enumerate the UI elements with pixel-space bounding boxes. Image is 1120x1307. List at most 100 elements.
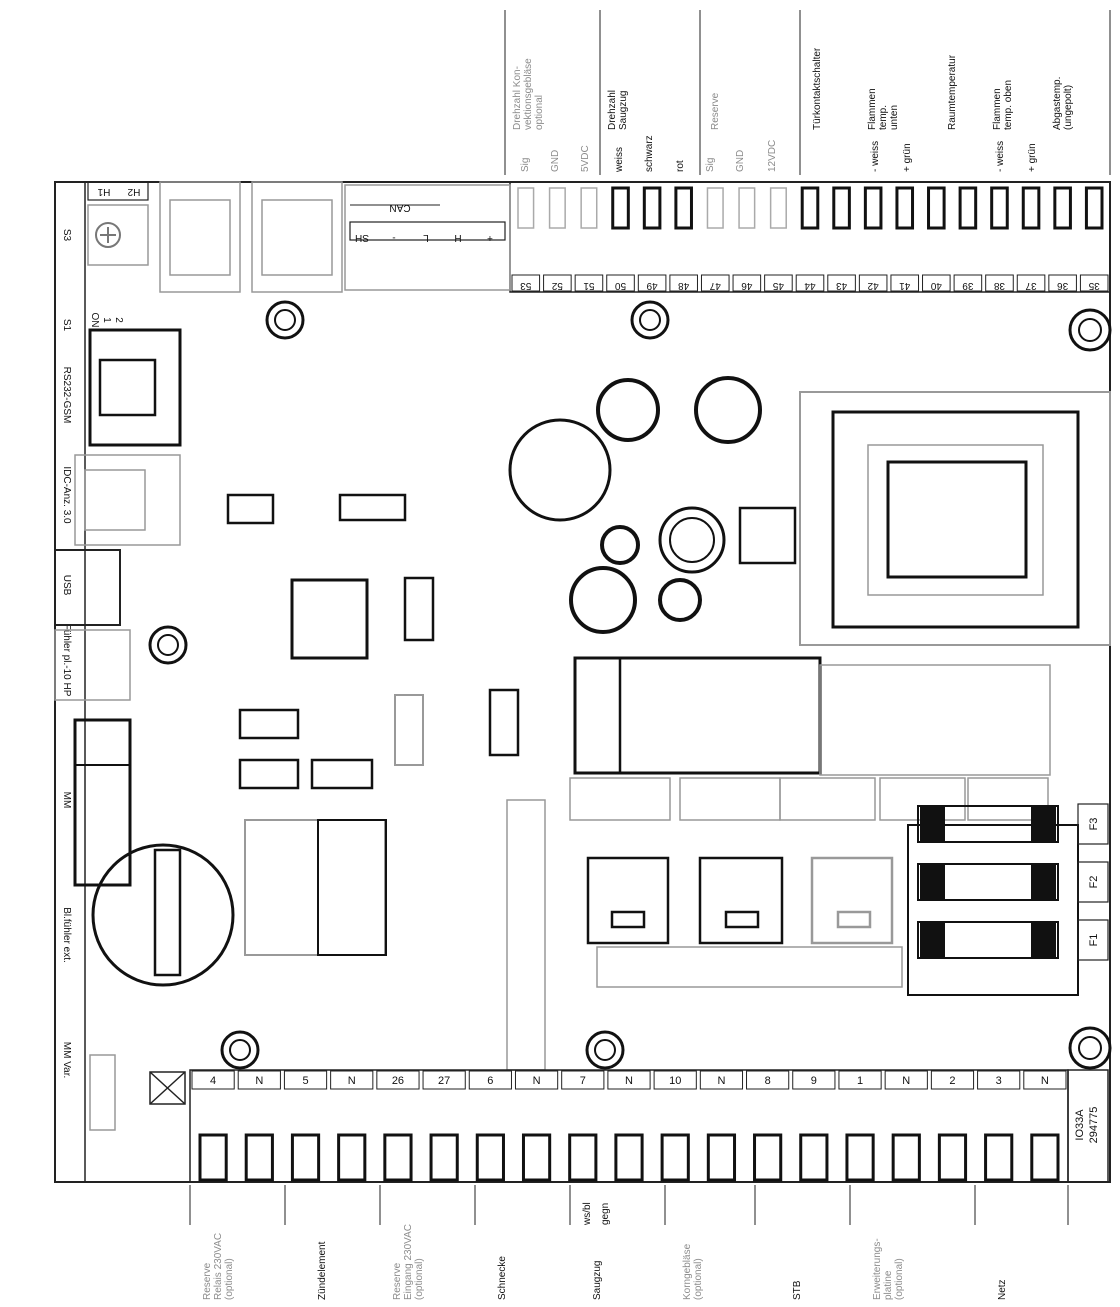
terminal-screw xyxy=(548,187,566,229)
capacitors xyxy=(91,376,762,987)
fuse-label-box xyxy=(1077,919,1109,961)
top-group-label: Flammentemp. oben xyxy=(992,80,1014,130)
terminal-screw xyxy=(244,1133,274,1182)
fuse-body xyxy=(917,805,1059,843)
top-connector-labels: Drehzahl Kon-vektionsgebläseoptional Dreh… xyxy=(504,10,1111,175)
bottom-pin-number: 7 xyxy=(580,1075,586,1087)
pin-number-box xyxy=(700,274,730,292)
waste-bin-icon xyxy=(149,1071,186,1105)
pin-number-box xyxy=(795,274,825,292)
fuse-label: F2 xyxy=(1088,876,1100,889)
pin-number-box xyxy=(606,274,635,292)
pin-number-box xyxy=(607,1070,651,1090)
bottom-pin-number: N xyxy=(625,1075,633,1087)
top-wire-label: 12VDC xyxy=(767,140,778,172)
pin-number-box xyxy=(191,1070,235,1090)
pin-number-box xyxy=(858,274,888,292)
pin-number-box xyxy=(422,1070,466,1090)
terminal-screw xyxy=(958,186,978,230)
terminal-screw xyxy=(891,1133,921,1182)
terminal-screw xyxy=(642,186,662,230)
top-group-label: Drehzahl Kon-vektionsgebläseoptional xyxy=(512,58,545,130)
top-wire-label: + grün xyxy=(1027,143,1038,172)
bottom-pin-number: N xyxy=(902,1075,910,1087)
left-side-label: S3 xyxy=(61,229,72,242)
transformer xyxy=(799,391,1111,646)
s1-switch-label: ON xyxy=(89,313,100,328)
pin-number-box xyxy=(574,274,604,292)
left-side-label: Fühler pl.-10 HP xyxy=(61,624,72,697)
top-wire-label: Sig xyxy=(520,158,531,172)
bottom-pin-number: 5 xyxy=(302,1075,308,1087)
terminal-screw xyxy=(429,1133,459,1182)
pin-number-box xyxy=(1023,1070,1067,1090)
top-group-label: Abgastemp.(ungepolt) xyxy=(1052,77,1074,130)
top-group-label: DrehzahlSaugzug xyxy=(607,90,629,130)
can-pin-label: H xyxy=(454,232,461,243)
pin-number-box xyxy=(514,1070,559,1090)
top-group-label: Türkontaktschalter xyxy=(812,47,823,130)
terminal-screw xyxy=(611,186,630,230)
top-pin-number: 35 xyxy=(1088,280,1100,291)
pin-number-box xyxy=(930,1070,975,1090)
pin-number-box xyxy=(330,1070,374,1090)
bottom-group-label: STB xyxy=(792,1280,803,1300)
pin-number-box xyxy=(669,274,698,292)
left-side-label: USB xyxy=(61,575,72,596)
can-pin-label: SH xyxy=(355,232,369,243)
fuse-cap-right xyxy=(1031,806,1056,842)
terminal-screw xyxy=(568,1133,598,1182)
fuse-label: F3 xyxy=(1088,818,1100,831)
top-pin-number: 49 xyxy=(646,280,658,291)
terminal-screw xyxy=(383,1133,413,1182)
bottom-group-label: ReserveEingang 230VAC(optional) xyxy=(392,1224,425,1300)
bottom-pin-number: 2 xyxy=(949,1075,955,1087)
pin-number-box xyxy=(827,274,856,292)
bottom-group-label: Saugzug xyxy=(592,1261,603,1300)
bottom-pin-number: 6 xyxy=(487,1075,493,1087)
bottom-group-label: Netz xyxy=(997,1279,1008,1300)
top-pin-number: 46 xyxy=(741,280,753,291)
terminal-screw xyxy=(674,186,693,230)
bottom-pin-number: 26 xyxy=(392,1075,404,1087)
pin-number-box xyxy=(884,1070,928,1090)
pin-number-box xyxy=(764,274,793,292)
triacs xyxy=(586,856,903,988)
can-pin-label: + xyxy=(487,232,493,243)
terminal-screw xyxy=(706,187,724,229)
pin-number-box xyxy=(1079,274,1109,292)
top-pin-number: 36 xyxy=(1057,280,1069,291)
pin-number-box xyxy=(1016,274,1046,292)
saugzug-wire-label: gegn xyxy=(600,1203,611,1225)
fuse-label-box xyxy=(1077,803,1109,845)
can-pin-label: - xyxy=(392,232,395,243)
fuse-body xyxy=(917,863,1059,901)
s1-switch-label: 2 xyxy=(113,317,124,323)
board-outline xyxy=(54,181,1111,1183)
top-group-label: Raumtemperatur xyxy=(947,54,958,130)
terminal-screw xyxy=(845,1133,875,1182)
fuse-cap-left xyxy=(920,922,945,958)
relays xyxy=(244,656,1051,1071)
terminal-screw xyxy=(927,186,946,230)
pin-number-box xyxy=(838,1070,882,1090)
bottom-group-label: Erweiterungs-platine(optional) xyxy=(872,1238,905,1300)
pin-number-box xyxy=(985,274,1014,292)
top-wire-label: - weiss xyxy=(995,141,1006,172)
left-side-label: MM xyxy=(61,792,72,809)
pin-number-box xyxy=(699,1070,744,1090)
fuse-label: F1 xyxy=(1088,934,1100,947)
top-pin-number: 47 xyxy=(709,280,721,291)
pin-number-box xyxy=(543,274,572,292)
pin-number-box xyxy=(746,1070,790,1090)
h1-label: H1 xyxy=(97,186,110,197)
bottom-group-label: Korngebläse(optional) xyxy=(682,1243,704,1300)
pin-number-box xyxy=(890,274,920,292)
bottom-pin-number: 10 xyxy=(669,1075,681,1087)
pin-number-box xyxy=(283,1070,328,1090)
top-wire-label: weiss xyxy=(614,147,625,173)
bottom-pin-number: 4 xyxy=(210,1075,216,1087)
